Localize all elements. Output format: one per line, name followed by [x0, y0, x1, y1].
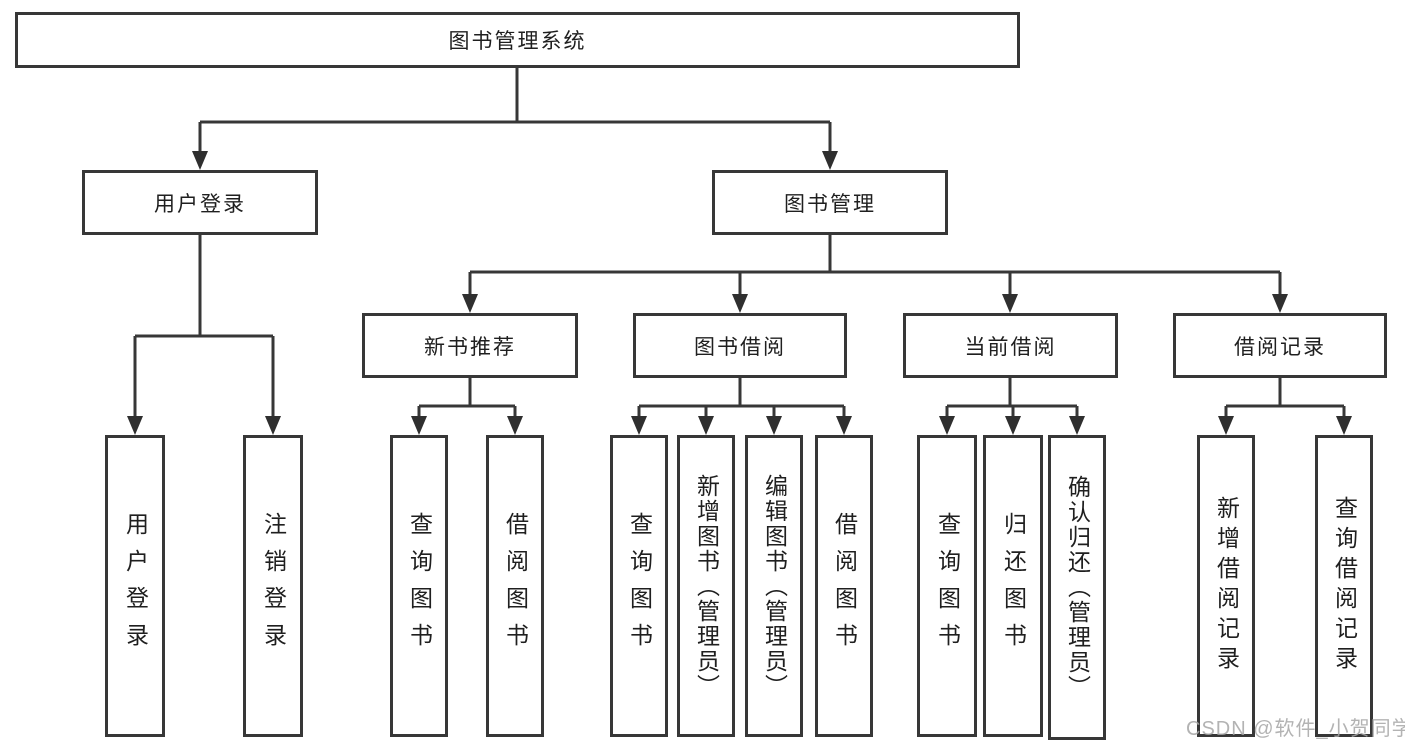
- leaf-nbr-borrow-books: 借阅图书: [486, 435, 544, 737]
- node-current-borrow: 当前借阅: [903, 313, 1118, 378]
- node-label: 用户登录: [122, 512, 149, 660]
- leaf-br-query-record: 查询借阅记录: [1315, 435, 1373, 737]
- node-label: 查询借阅记录: [1331, 496, 1358, 676]
- node-label: 借阅图书: [502, 512, 529, 660]
- node-label: 用户登录: [154, 192, 246, 216]
- node-label: 新增借阅记录: [1213, 496, 1240, 676]
- node-label: 查询图书: [626, 512, 653, 660]
- node-label: 确认归还（管理员）: [1064, 475, 1091, 700]
- node-label: 借阅记录: [1234, 335, 1326, 359]
- node-label: 查询图书: [934, 512, 961, 660]
- leaf-bb-borrow-books: 借阅图书: [815, 435, 873, 737]
- node-label: 当前借阅: [964, 335, 1057, 359]
- node-borrow-records: 借阅记录: [1173, 313, 1387, 378]
- leaf-logout: 注销登录: [243, 435, 303, 737]
- node-label: 借阅图书: [831, 512, 858, 660]
- node-label: 图书借阅: [694, 335, 786, 359]
- leaf-bb-query-books: 查询图书: [610, 435, 668, 737]
- node-book-borrow: 图书借阅: [633, 313, 847, 378]
- leaf-nbr-query-books: 查询图书: [390, 435, 448, 737]
- leaf-user-login: 用户登录: [105, 435, 165, 737]
- leaf-cb-return-books: 归还图书: [983, 435, 1043, 737]
- node-root: 图书管理系统: [15, 12, 1020, 68]
- leaf-cb-confirm-return-admin: 确认归还（管理员）: [1048, 435, 1106, 740]
- node-label: 注销登录: [260, 512, 287, 660]
- node-new-book-recommend: 新书推荐: [362, 313, 578, 378]
- watermark-text: CSDN @软件_小贺同学: [1186, 718, 1405, 740]
- leaf-bb-edit-books-admin: 编辑图书（管理员）: [745, 435, 803, 737]
- leaf-cb-query-books: 查询图书: [917, 435, 977, 737]
- node-user-login: 用户登录: [82, 170, 318, 235]
- node-label: 查询图书: [406, 512, 433, 660]
- node-label: 新增图书（管理员）: [693, 473, 720, 699]
- node-label: 图书管理: [784, 192, 876, 216]
- leaf-br-add-record: 新增借阅记录: [1197, 435, 1255, 737]
- node-book-management: 图书管理: [712, 170, 948, 235]
- node-label: 编辑图书（管理员）: [761, 473, 788, 699]
- node-label: 图书管理系统: [448, 30, 587, 53]
- node-label: 新书推荐: [424, 335, 516, 359]
- leaf-bb-add-books-admin: 新增图书（管理员）: [677, 435, 735, 737]
- node-label: 归还图书: [1000, 512, 1027, 660]
